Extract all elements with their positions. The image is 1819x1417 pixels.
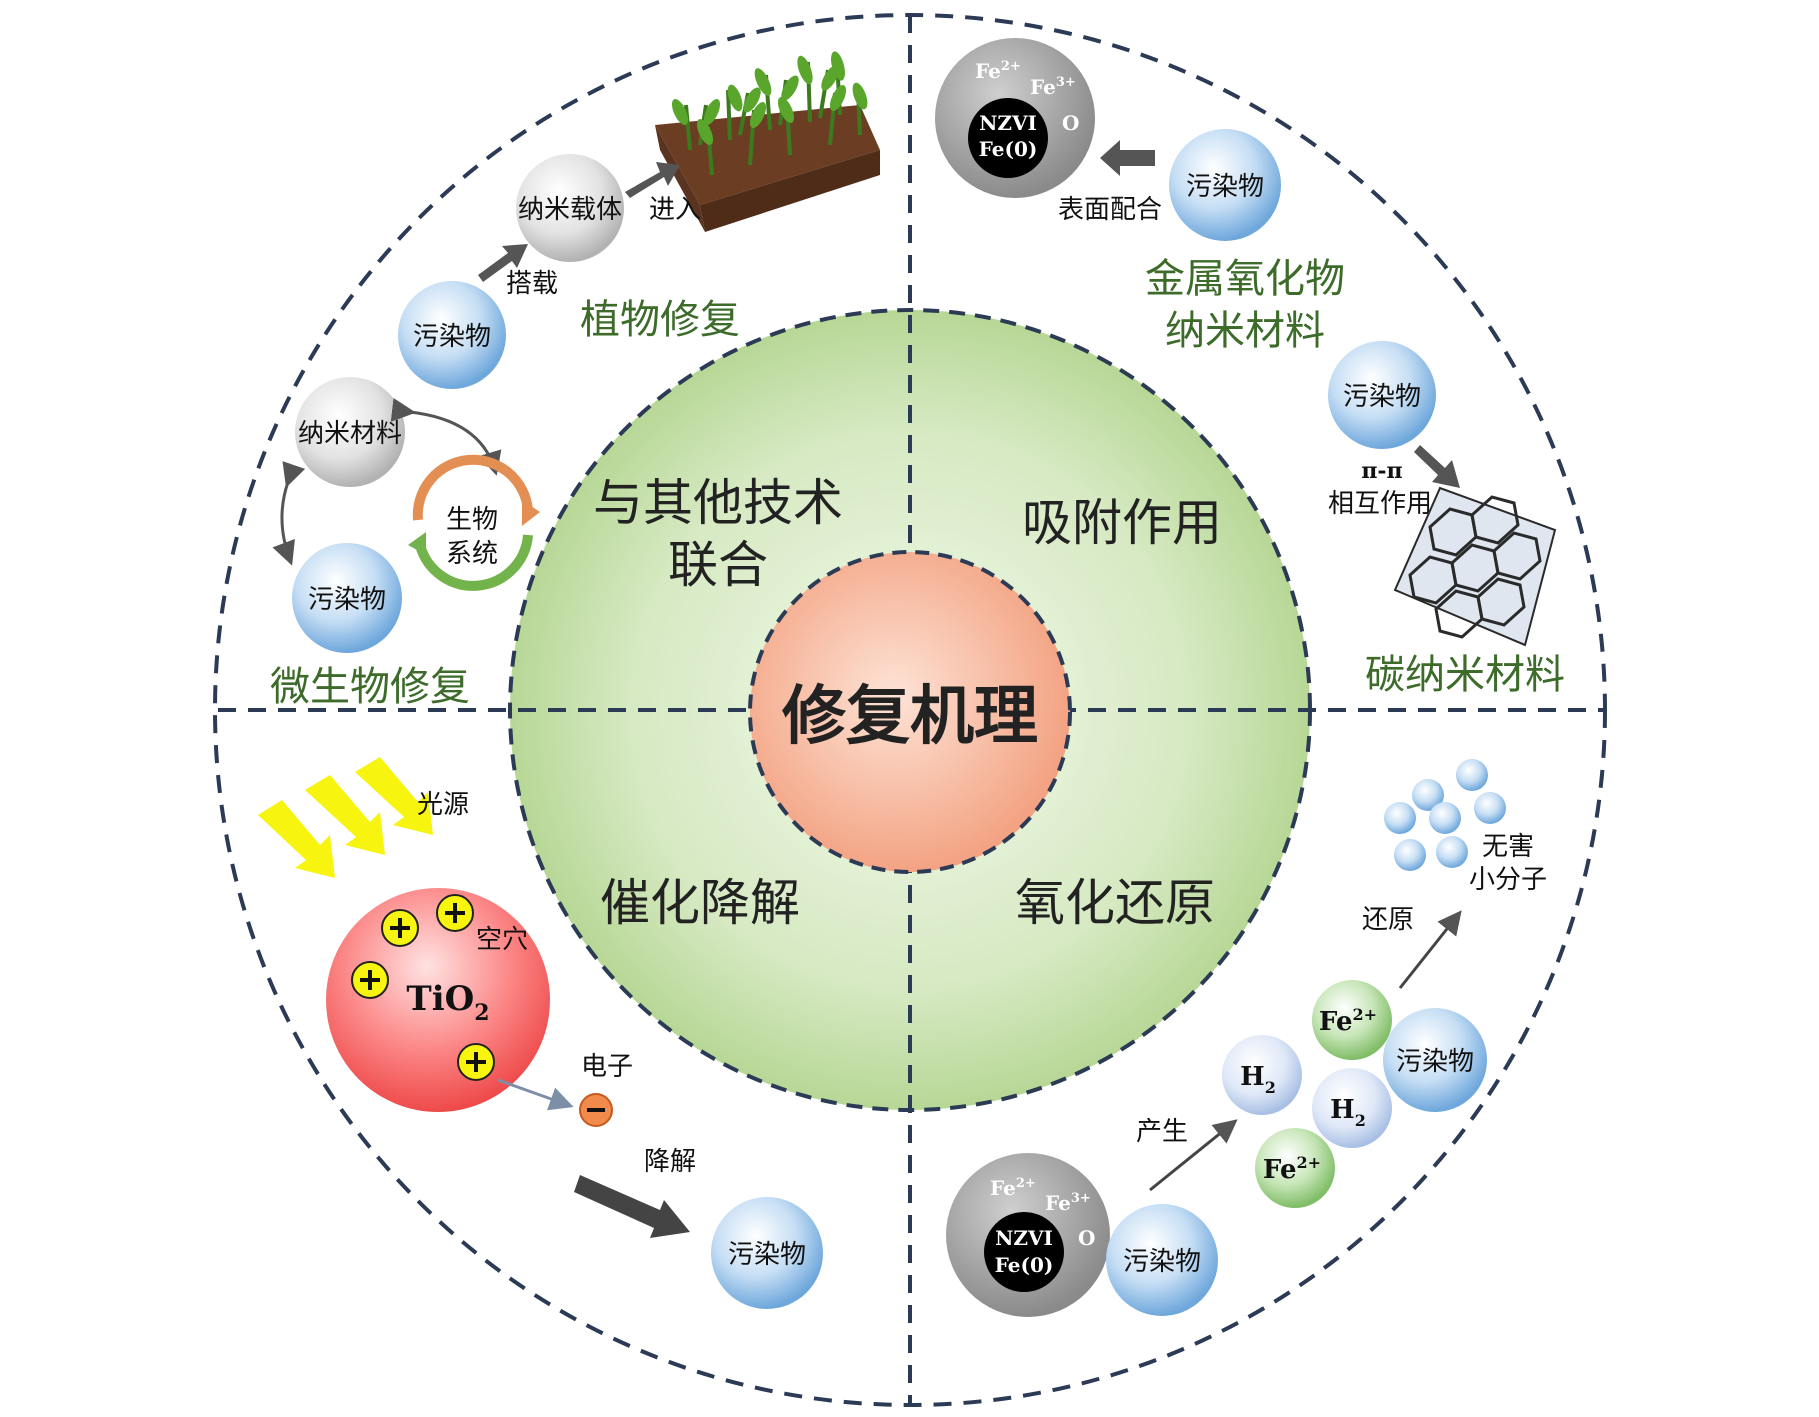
hole-plus-icons bbox=[351, 894, 495, 1081]
h2-label-right: H2 bbox=[1330, 1095, 1366, 1130]
pollutant-ball-redox-bottom bbox=[1106, 1204, 1218, 1316]
nzvi-label-top: NZVI bbox=[979, 111, 1037, 135]
nano-material-label: 纳米材料 bbox=[298, 419, 402, 449]
nzvi-core-top bbox=[968, 98, 1048, 178]
quadrant-bl: 催化降解 bbox=[600, 874, 800, 932]
quadrant-br: 氧化还原 bbox=[1015, 874, 1215, 932]
surface-complex-label: 表面配合 bbox=[1058, 195, 1162, 225]
reduce-arrow bbox=[1398, 910, 1462, 989]
fe2-label-bottom: Fe2+ bbox=[990, 1176, 1036, 1200]
load-arrow bbox=[478, 244, 528, 282]
degrade-arrow bbox=[574, 1175, 690, 1238]
fe2-label-top: Fe2+ bbox=[975, 59, 1021, 83]
fe2-label-lower: Fe2+ bbox=[1263, 1153, 1321, 1185]
pollutant-label-microbe: 污染物 bbox=[308, 585, 386, 615]
h2-ball-left bbox=[1222, 1035, 1302, 1115]
pollutant-label-carbon: 污染物 bbox=[1343, 382, 1421, 412]
fe0-label-bottom: Fe(0) bbox=[995, 1253, 1054, 1277]
bio-system-label-1: 生物 bbox=[446, 505, 498, 535]
o-label-bottom: O bbox=[1078, 1226, 1095, 1250]
pollutant-label-redox-top: 污染物 bbox=[1396, 1047, 1474, 1077]
pollutant-ball-carbon bbox=[1328, 341, 1436, 449]
pollutant-ball-microbe bbox=[292, 543, 402, 653]
light-source-icon bbox=[258, 757, 433, 878]
pollutant-label-catalytic: 污染物 bbox=[728, 1240, 806, 1270]
surface-complex-arrow bbox=[1100, 140, 1155, 176]
enter-arrow bbox=[625, 162, 680, 198]
pollutant-ball-metal bbox=[1169, 129, 1281, 241]
center-circle bbox=[748, 550, 1072, 874]
metal-oxide-label-1: 金属氧化物 bbox=[1145, 256, 1345, 302]
tio2-label: TiO2 bbox=[406, 979, 489, 1026]
electron-arrow bbox=[497, 1078, 574, 1111]
pollutant-label-redox-bottom: 污染物 bbox=[1123, 1247, 1201, 1277]
metal-oxide-label-2: 纳米材料 bbox=[1165, 308, 1325, 354]
quadrant-tr: 吸附作用 bbox=[1022, 494, 1222, 552]
pollutant-ball-plant bbox=[398, 281, 506, 389]
quadrant-tl-line2: 联合 bbox=[668, 536, 768, 594]
harmless-molecules-icon bbox=[1384, 759, 1506, 871]
nzvi-core-bottom bbox=[984, 1212, 1064, 1292]
bio-system-label-2: 系统 bbox=[446, 539, 498, 569]
pollutant-label-metal: 污染物 bbox=[1186, 172, 1264, 202]
reduce-label: 还原 bbox=[1362, 905, 1414, 935]
carbon-nano-label: 碳纳米材料 bbox=[1365, 652, 1565, 698]
pi-pi-label: π-π bbox=[1361, 458, 1402, 484]
pi-pi-arrow bbox=[1414, 445, 1460, 488]
nzvi-label-bottom: NZVI bbox=[995, 1226, 1053, 1250]
harmless-label-2: 小分子 bbox=[1469, 865, 1547, 895]
electron-label: 电子 bbox=[581, 1052, 633, 1082]
degrade-label: 降解 bbox=[644, 1147, 696, 1177]
o-label-top: O bbox=[1062, 111, 1079, 135]
pollutant-ball-catalytic bbox=[711, 1197, 823, 1309]
plant-tray-icon bbox=[655, 51, 880, 232]
interaction-label: 相互作用 bbox=[1328, 489, 1432, 519]
cycle-arrow-left bbox=[272, 461, 306, 566]
plant-repair-label: 植物修复 bbox=[580, 297, 740, 343]
load-label: 搭载 bbox=[506, 269, 558, 299]
harmless-label-1: 无害 bbox=[1482, 832, 1534, 862]
center-title: 修复机理 bbox=[782, 679, 1038, 754]
hole-label: 空穴 bbox=[476, 925, 528, 955]
nano-carrier-ball bbox=[516, 154, 624, 262]
pollutant-ball-redox-top bbox=[1383, 1008, 1487, 1112]
h2-ball-right bbox=[1312, 1068, 1392, 1148]
pollutant-label-plant: 污染物 bbox=[413, 322, 491, 352]
fe2-ball-lower bbox=[1255, 1128, 1335, 1208]
fe2-label-upper: Fe2+ bbox=[1319, 1005, 1377, 1037]
quadrant-tl-line1: 与其他技术 bbox=[593, 474, 843, 532]
carbon-nanotube-icon bbox=[1393, 486, 1557, 647]
produce-label: 产生 bbox=[1136, 1117, 1188, 1147]
fe2-ball-upper bbox=[1312, 980, 1392, 1060]
h2-label-left: H2 bbox=[1240, 1062, 1276, 1097]
nano-carrier-label: 纳米载体 bbox=[518, 195, 622, 225]
enter-label: 进入 bbox=[649, 195, 701, 225]
fe0-label-top: Fe(0) bbox=[979, 137, 1038, 161]
microbe-repair-label: 微生物修复 bbox=[270, 664, 470, 710]
fe3-label-top: Fe3+ bbox=[1030, 75, 1076, 99]
produce-arrow bbox=[1149, 1119, 1238, 1192]
fe3-label-bottom: Fe3+ bbox=[1045, 1191, 1091, 1215]
bio-system-icon bbox=[408, 454, 540, 591]
nano-material-ball bbox=[295, 377, 405, 487]
light-source-label: 光源 bbox=[417, 790, 469, 820]
